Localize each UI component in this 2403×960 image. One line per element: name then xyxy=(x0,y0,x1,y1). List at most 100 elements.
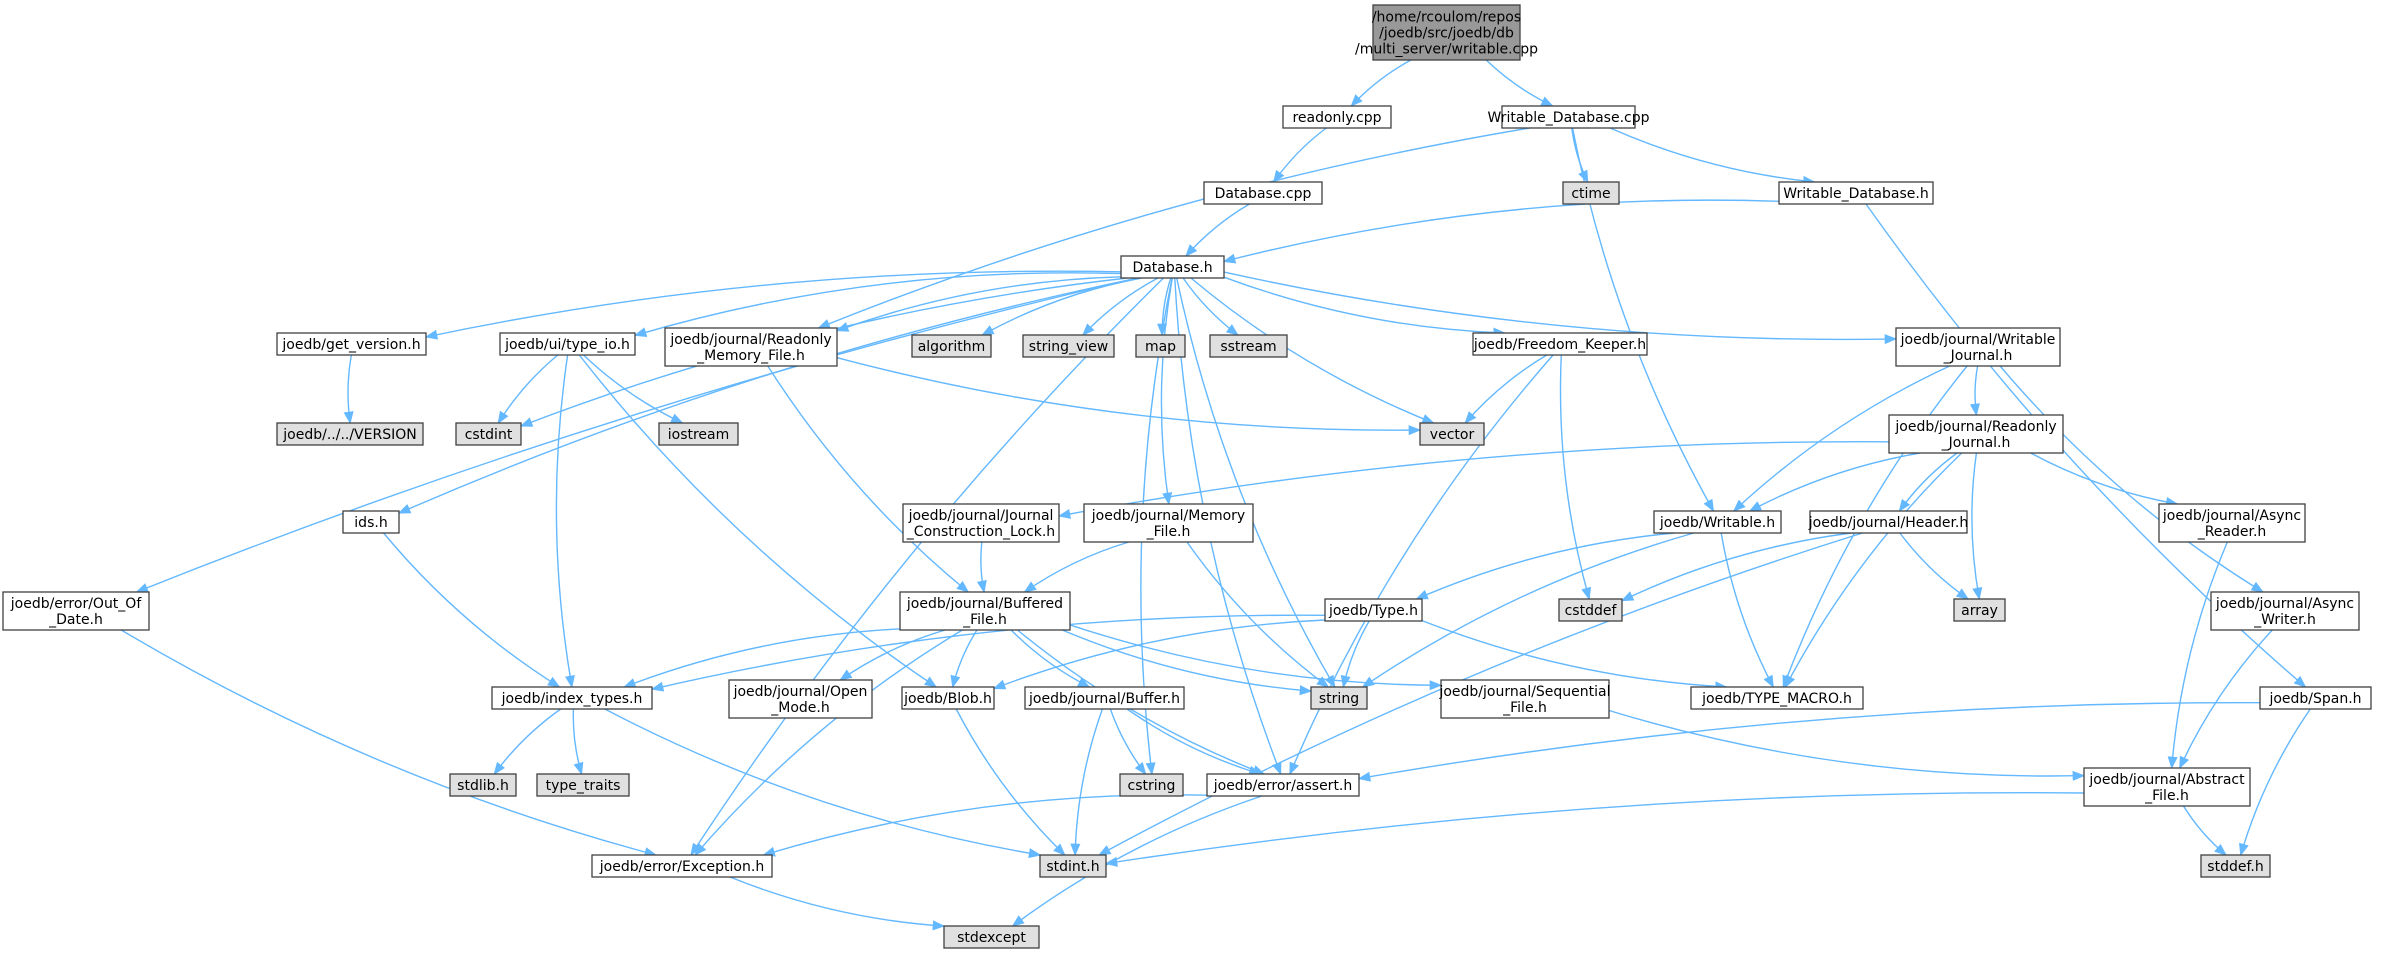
node-label: sstream xyxy=(1220,339,1276,355)
edge-type_io_h-to-cstdint xyxy=(497,354,559,425)
node-box xyxy=(1690,686,1864,710)
node-cstddef: cstddef xyxy=(1558,598,1623,622)
edge-memory_file_h-to-buffered_file_h xyxy=(1023,541,1130,593)
node-writable-journal-h[interactable]: joedb/journal/Writable_Journal.h xyxy=(1895,327,2061,367)
node-label: _Memory_File.h xyxy=(696,348,805,364)
node-box xyxy=(1083,503,1254,543)
node-label: joedb/journal/Journal xyxy=(908,508,1054,524)
edge-database_h-to-string xyxy=(1176,277,1336,689)
edge-freedom_keeper_h-to-cstddef xyxy=(1559,354,1592,601)
node-writable-database-cpp[interactable]: Writable_Database.cpp xyxy=(1487,105,1650,129)
node-readonly-journal-h[interactable]: joedb/journal/Readonly_Journal.h xyxy=(1888,414,2064,454)
node-string: string xyxy=(1310,686,1368,710)
node-root[interactable]: /home/rcoulom/repos/joedb/src/joedb/db/m… xyxy=(1355,4,1538,61)
node-get-version-h[interactable]: joedb/get_version.h xyxy=(276,332,427,356)
node-label: joedb/../../VERSION xyxy=(282,427,416,443)
node-ids-h[interactable]: ids.h xyxy=(342,510,400,534)
node-open-mode-h[interactable]: joedb/journal/Open_Mode.h xyxy=(728,679,873,719)
node-sequential-file-h[interactable]: joedb/journal/Sequential_File.h xyxy=(1438,679,1611,719)
node-readonly-memory-file-h[interactable]: joedb/journal/Readonly_Memory_File.h xyxy=(664,327,838,367)
edge-buffer_h-to-assert_h xyxy=(1126,708,1262,776)
node-sstream: sstream xyxy=(1209,334,1288,358)
edge-ids_h-to-index_types_h xyxy=(383,532,561,688)
node-box xyxy=(499,332,636,356)
node-abstract-file-h[interactable]: joedb/journal/Abstract_File.h xyxy=(2083,767,2251,807)
node-algorithm: algorithm xyxy=(911,334,992,358)
node-label: _Reader.h xyxy=(2197,524,2267,540)
node-box xyxy=(449,773,517,797)
node-memory-file-h[interactable]: joedb/journal/Memory_File.h xyxy=(1083,503,1254,543)
edge-buffer_h-to-cstring xyxy=(1109,708,1147,775)
node-span-h[interactable]: joedb/Span.h xyxy=(2259,686,2372,710)
node-box xyxy=(1209,334,1288,358)
file-nodes: /home/rcoulom/repos/joedb/src/joedb/db/m… xyxy=(2,4,2372,949)
node-label: stdexcept xyxy=(957,930,1026,946)
node-box xyxy=(1135,334,1186,358)
edge-database_h-to-vector xyxy=(1190,277,1435,424)
node-label: joedb/journal/Async xyxy=(2162,508,2301,524)
edge-async_writer_h-to-abstract_file_h xyxy=(2179,629,2273,770)
edge-readonly_journal_h-to-async_reader_h xyxy=(2030,452,2179,507)
node-box xyxy=(1203,181,1323,205)
node-label: joedb/journal/Abstract xyxy=(2088,772,2245,788)
node-label: joedb/journal/Memory xyxy=(1091,508,1245,524)
node-async-reader-h[interactable]: joedb/journal/Async_Reader.h xyxy=(2158,503,2306,543)
edge-type_h-to-string xyxy=(1340,620,1370,689)
node-freedom-keeper-h[interactable]: joedb/Freedom_Keeper.h xyxy=(1472,332,1648,356)
node-type-io-h[interactable]: joedb/ui/type_io.h xyxy=(499,332,636,356)
node-box xyxy=(2200,854,2271,878)
node-label: type_traits xyxy=(546,778,621,794)
node-label: joedb/journal/Buffered xyxy=(906,596,1063,612)
edge-database_h-to-writable_journal_h xyxy=(1223,271,1898,345)
node-label: _Date.h xyxy=(48,612,103,628)
edge-journal_construction_lock_h-to-buffered_file_h xyxy=(976,541,987,594)
node-box xyxy=(1888,414,2064,454)
node-stdlib-h: stdlib.h xyxy=(449,773,517,797)
edge-buffered_file_h-to-assert_h xyxy=(1017,629,1266,775)
node-async-writer-h[interactable]: joedb/journal/Async_Writer.h xyxy=(2210,591,2360,631)
node-vector: vector xyxy=(1419,422,1485,446)
node-writable-h[interactable]: joedb/Writable.h xyxy=(1653,510,1782,534)
node-exception-h[interactable]: joedb/error/Exception.h xyxy=(591,854,773,878)
node-label: _File.h xyxy=(1146,524,1191,540)
node-blob-h[interactable]: joedb/Blob.h xyxy=(901,686,995,710)
edge-header_h-to-array xyxy=(1899,532,1970,600)
node-label: Database.h xyxy=(1132,260,1212,276)
node-box xyxy=(1324,598,1423,622)
node-header-h[interactable]: joedb/journal/Header.h xyxy=(1808,510,1968,534)
node-journal-construction-lock-h[interactable]: joedb/journal/Journal_Construction_Lock.… xyxy=(902,503,1060,543)
node-box xyxy=(899,591,1071,631)
node-readonly-cpp[interactable]: readonly.cpp xyxy=(1282,105,1392,129)
node-label: joedb/ui/type_io.h xyxy=(504,337,630,353)
node-writable-database-h[interactable]: Writable_Database.h xyxy=(1778,181,1934,205)
node-label: joedb/error/Exception.h xyxy=(599,859,764,875)
node-type-h[interactable]: joedb/Type.h xyxy=(1324,598,1423,622)
edge-database_h-to-string_view xyxy=(1082,277,1159,336)
node-stdint-h: stdint.h xyxy=(1039,854,1107,878)
node-label: ctime xyxy=(1571,186,1610,202)
node-buffered-file-h[interactable]: joedb/journal/Buffered_File.h xyxy=(899,591,1071,631)
node-index-types-h[interactable]: joedb/index_types.h xyxy=(491,686,653,710)
edge-writable_journal_h-to-async_writer_h xyxy=(1999,365,2264,593)
node-type-macro-h[interactable]: joedb/TYPE_MACRO.h xyxy=(1690,686,1864,710)
edge-type_h-to-blob_h xyxy=(992,619,1326,690)
node-label: _Journal.h xyxy=(1941,435,2011,451)
node-box xyxy=(901,686,995,710)
node-box xyxy=(2158,503,2306,543)
node-database-cpp[interactable]: Database.cpp xyxy=(1203,181,1323,205)
edge-readonly_journal_h-to-array xyxy=(1971,452,1983,601)
edge-buffered_file_h-to-blob_h xyxy=(950,629,978,689)
node-out-of-date-h[interactable]: joedb/error/Out_Of_Date.h xyxy=(2,591,150,631)
node-label: Writable_Database.cpp xyxy=(1487,110,1649,126)
node-label: _Writer.h xyxy=(2253,612,2316,628)
node-assert-h[interactable]: joedb/error/assert.h xyxy=(1206,773,1360,797)
node-box xyxy=(1372,4,1521,61)
node-buffer-h[interactable]: joedb/journal/Buffer.h xyxy=(1024,686,1185,710)
node-label: joedb/Freedom_Keeper.h xyxy=(1473,337,1646,353)
edge-writable_database_cpp-to-readonly_memory_file_h xyxy=(817,127,1530,329)
node-label: joedb/get_version.h xyxy=(281,337,420,353)
node-database-h[interactable]: Database.h xyxy=(1120,255,1225,279)
edge-readonly_journal_h-to-writable_h xyxy=(1748,452,1921,512)
node-label: joedb/Type.h xyxy=(1328,603,1418,619)
node-box xyxy=(536,773,630,797)
